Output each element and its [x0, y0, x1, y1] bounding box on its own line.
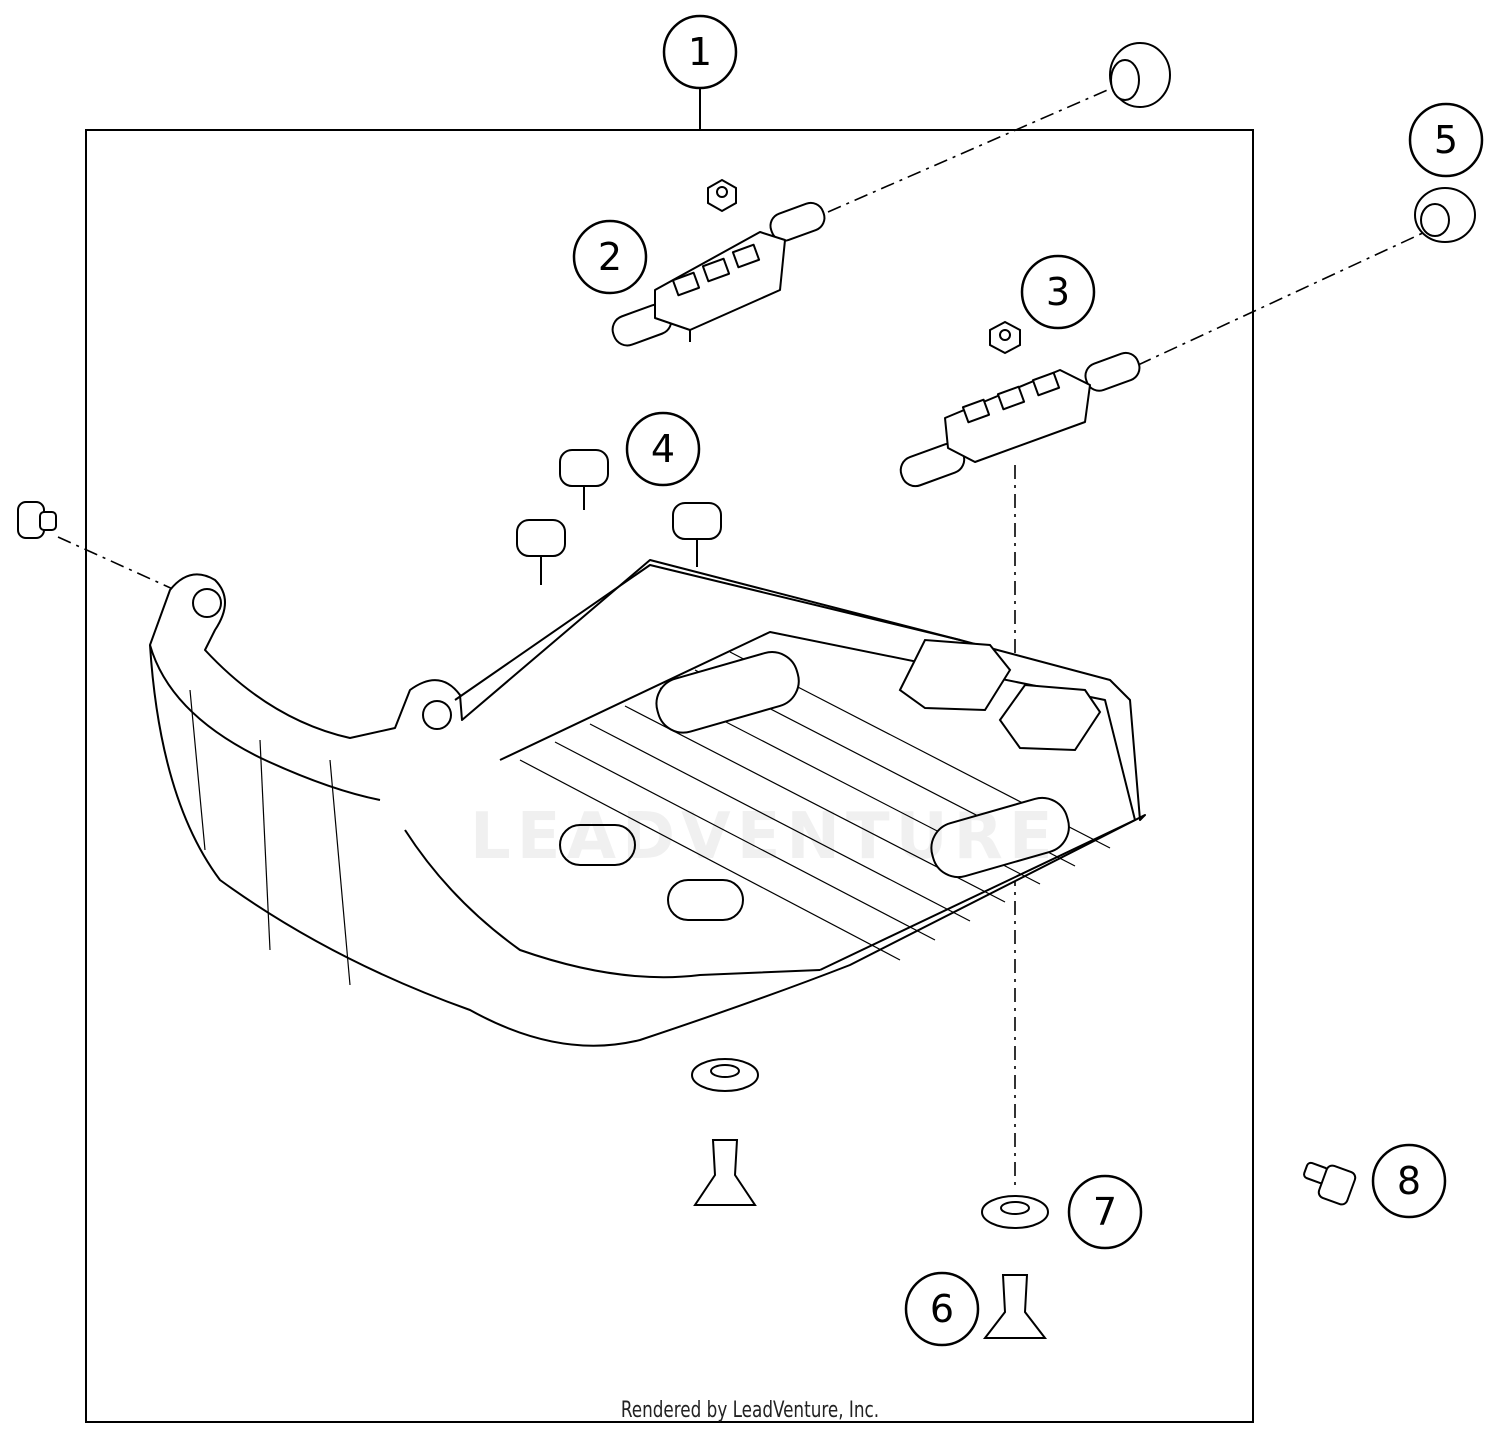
footer-credit: Rendered by LeadVenture, Inc. [620, 1398, 880, 1423]
plate-pads [559, 638, 1102, 921]
callout-1 [662, 14, 738, 90]
washers-and-screws [691, 1058, 1049, 1339]
callout-2 [572, 219, 648, 295]
side-bolt [17, 501, 57, 539]
bracket-left [611, 201, 826, 347]
callout-3 [1020, 254, 1096, 330]
callouts [572, 14, 1484, 1347]
mounting-ears [192, 588, 452, 730]
callout-6-label: 6 [930, 1287, 954, 1331]
skid-plate [149, 559, 1146, 1047]
callout-4-label: 4 [651, 427, 675, 471]
assembly-frame [85, 129, 1254, 1423]
watermark: LEADVENTURE [470, 800, 1059, 874]
callout-5 [1408, 102, 1484, 178]
callout-1-label: 1 [688, 30, 712, 74]
callout-8 [1371, 1143, 1447, 1219]
small-bolt [1303, 1161, 1357, 1206]
grommets [1109, 42, 1476, 243]
bracket-right [899, 351, 1141, 488]
callout-8-label: 8 [1397, 1159, 1421, 1203]
callout-labels: 1 2 3 4 5 6 7 8 [598, 30, 1458, 1331]
nut-right [989, 320, 1021, 355]
callout-4 [625, 411, 701, 487]
callout-5-label: 5 [1434, 118, 1458, 162]
callout-6 [904, 1271, 980, 1347]
bumpers [516, 449, 722, 585]
callout-2-label: 2 [598, 235, 622, 279]
nut-left [707, 178, 737, 213]
callout-3-label: 3 [1046, 270, 1070, 314]
callout-7-label: 7 [1093, 1190, 1117, 1234]
callout-7 [1067, 1174, 1143, 1250]
